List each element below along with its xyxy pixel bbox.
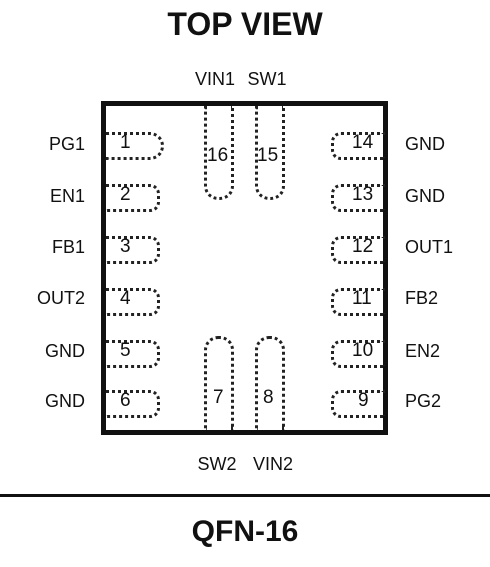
pin-label: EN2	[405, 341, 441, 361]
pad-pin-4	[106, 288, 160, 316]
pin-number: 6	[120, 390, 131, 411]
pin-number: 7	[213, 387, 224, 408]
pad-pin-12	[331, 236, 385, 264]
pin-number: 15	[257, 145, 279, 166]
pin-label: VIN2	[252, 454, 294, 474]
pin-label: VIN1	[194, 69, 236, 89]
pad-pin-13	[331, 184, 385, 212]
pin-label: PG2	[405, 391, 442, 411]
pad-pin-2	[106, 184, 160, 212]
pad-pin-14	[331, 132, 385, 160]
pad-pin-9	[331, 390, 385, 418]
pin-number: 2	[120, 184, 131, 205]
pad-pin-6	[106, 390, 160, 418]
pin-label: FB1	[51, 237, 85, 257]
pin-number: 4	[120, 288, 131, 309]
pad-pin-7	[204, 336, 234, 430]
pin-label: EN1	[49, 186, 85, 206]
pin-label: PG1	[48, 134, 85, 154]
pin-label: GND	[45, 341, 85, 361]
pin-number: 1	[120, 132, 131, 153]
pin-label: GND	[45, 391, 85, 411]
pin-label: FB2	[405, 288, 439, 308]
pin-number: 8	[263, 387, 274, 408]
pad-pin-15	[255, 106, 285, 200]
pin-number: 12	[352, 236, 374, 257]
pin-number: 13	[352, 184, 374, 205]
pad-pin-1	[106, 132, 164, 160]
pin-number: 10	[352, 340, 374, 361]
pad-pin-8	[255, 336, 285, 430]
package-name: QFN-16	[191, 515, 299, 548]
pin-number: 5	[120, 340, 131, 361]
pad-pin-5	[106, 340, 160, 368]
pin-number: 3	[120, 236, 131, 257]
pin-number: 9	[358, 390, 369, 411]
divider-line	[0, 494, 490, 497]
pad-pin-3	[106, 236, 160, 264]
pad-pin-11	[331, 288, 385, 316]
pin-label: GND	[405, 186, 445, 206]
pin-label: GND	[405, 134, 445, 154]
pad-pin-10	[331, 340, 385, 368]
pad-pin-16	[204, 106, 234, 200]
diagram-title: TOP VIEW	[167, 6, 323, 42]
package-outline	[101, 101, 388, 435]
pin-number: 16	[207, 145, 229, 166]
pin-label: OUT1	[405, 237, 454, 257]
pin-label: OUT2	[36, 288, 85, 308]
pin-number: 11	[352, 288, 372, 309]
pin-number: 14	[352, 132, 374, 153]
pin-label: SW2	[197, 454, 237, 474]
pin-label: SW1	[247, 69, 287, 89]
